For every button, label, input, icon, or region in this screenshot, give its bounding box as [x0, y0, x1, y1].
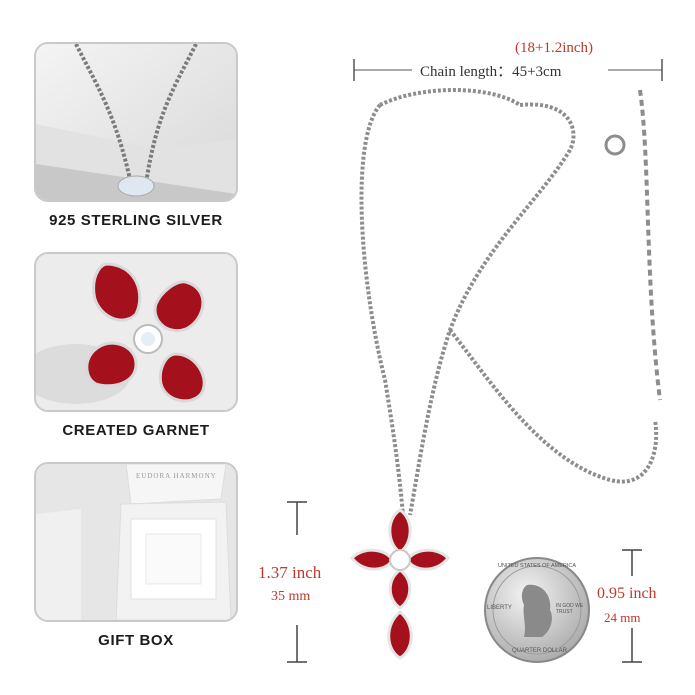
- silver-closeup-photo: [34, 42, 238, 202]
- coin-dimension-line: [622, 549, 642, 663]
- cross-pendant: [350, 508, 450, 660]
- coin-mm-label: 24 mm: [604, 610, 641, 625]
- garnet-closeup-photo: [34, 252, 238, 412]
- coin-liberty: LIBERTY: [487, 605, 512, 611]
- pendant-dimension-line: [287, 501, 307, 663]
- chain-inch-label: (18+1.2inch): [515, 40, 594, 56]
- panel-caption-silver: 925 STERLING SILVER: [49, 212, 223, 229]
- panel-caption-garnet: CREATED GARNET: [62, 422, 210, 439]
- quarter-coin: [484, 557, 590, 663]
- gift-box-photo: EUDORA HARMONY: [34, 462, 238, 622]
- necklace-chain: [359, 88, 662, 516]
- coin-top-text: UNITED STATES OF AMERICA: [498, 563, 577, 569]
- pendant-mm-label: 35 mm: [271, 589, 311, 604]
- coin-motto: IN GOD WE TRUST: [556, 603, 584, 615]
- pendant-inch-label: 1.37 inch: [258, 563, 322, 582]
- coin-inch-label: 0.95 inch: [597, 585, 657, 602]
- gift-box-brand: EUDORA HARMONY: [136, 472, 217, 480]
- panel-caption-giftbox: GIFT BOX: [98, 632, 174, 649]
- coin-bottom-text: QUARTER DOLLAR: [512, 648, 567, 654]
- chain-length-label: Chain length：45+3cm: [420, 64, 562, 80]
- chain-dimension-line: [353, 59, 663, 81]
